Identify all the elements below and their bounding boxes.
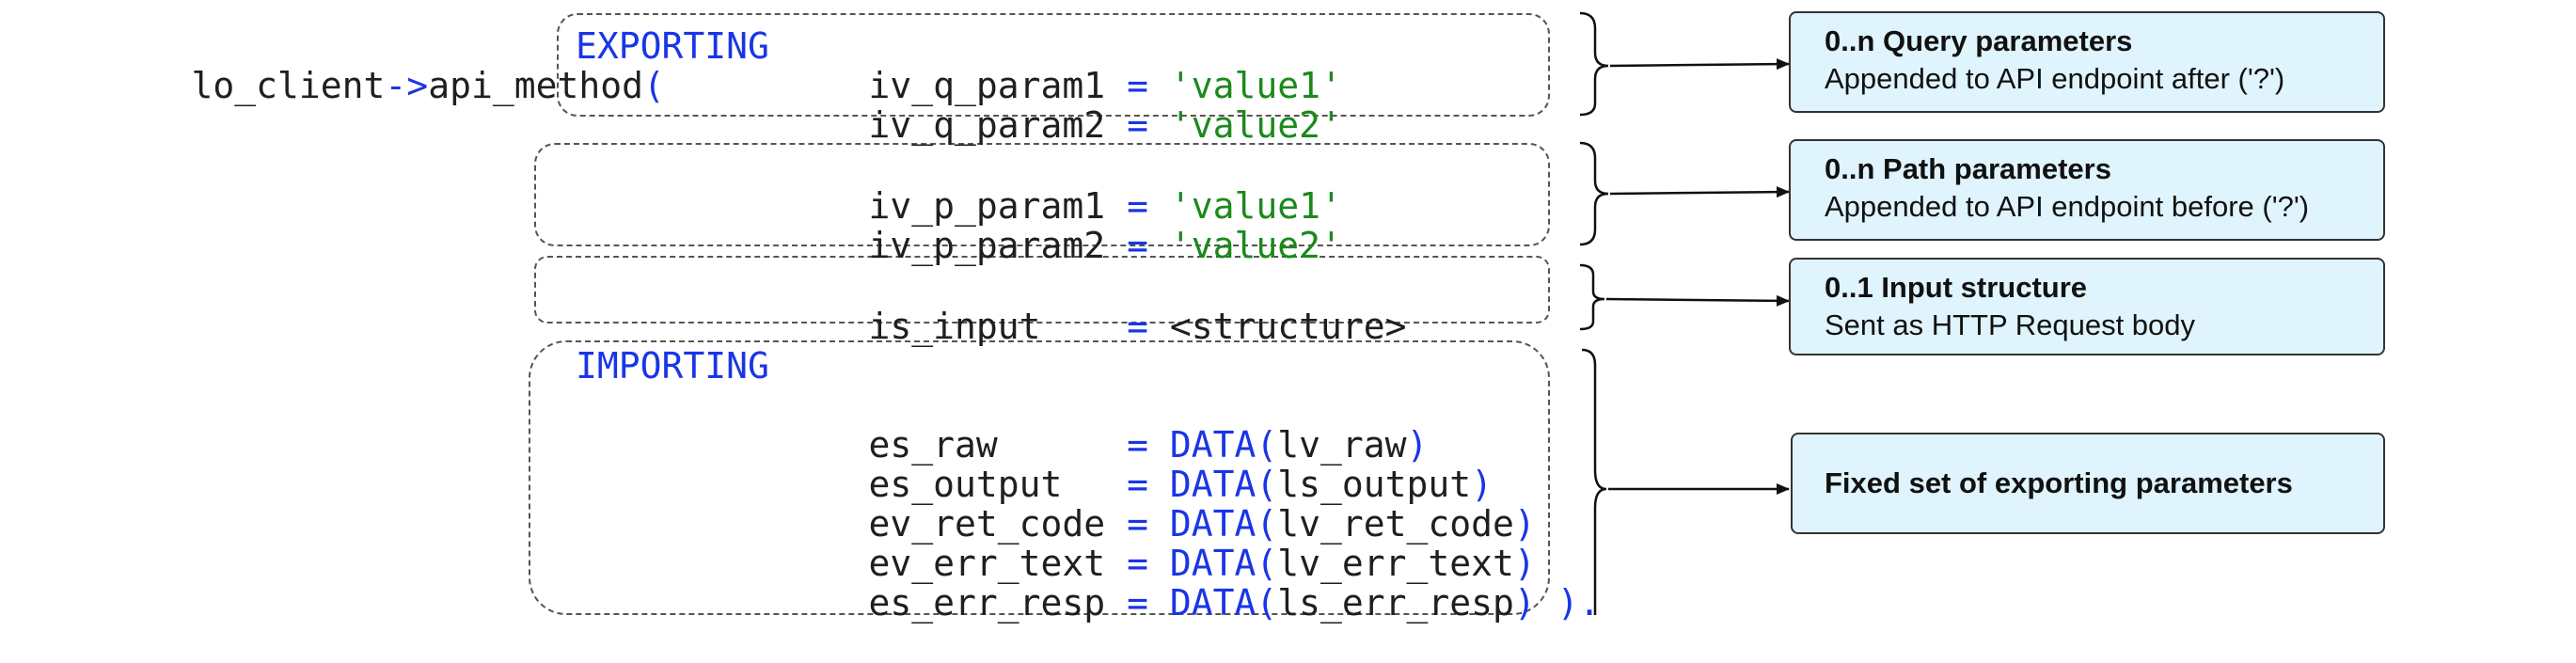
brace-importing-params [1581,348,1607,615]
brace-path-params [1579,141,1609,246]
exporting-params-note: Fixed set of exporting parameters [1791,433,2385,534]
input-structure-note: 0..1 Input structure Sent as HTTP Reques… [1789,258,2385,355]
target-var: ls_output [1277,464,1472,505]
open-paren: ( [642,65,665,106]
importing-param-line: ev_ret_code = DATA(lv_ret_code) [782,465,1536,583]
equals: = [1127,503,1148,545]
param-name: iv_q_param2 [868,104,1106,146]
close-paren: ) [1513,543,1536,584]
close-paren: ) [1406,424,1429,466]
importing-param-line: es_raw = DATA(lv_raw) [782,386,1429,504]
note-subtitle: Appended to API endpoint before ('?') [1825,190,2310,223]
query-params-group [557,13,1550,117]
data-func: DATA( [1169,424,1278,466]
note-title: 0..n Path parameters [1825,152,2111,185]
arrow-query-params [1609,58,1790,71]
path-params-group [534,143,1550,246]
close-paren: ) [1471,464,1493,505]
arrow-input-structure [1605,294,1790,307]
query-params-note: 0..n Query parameters Appended to API en… [1789,11,2385,113]
close-paren: ) [1513,582,1536,624]
query-param-line: iv_q_param2 = 'value2' [782,66,1342,184]
arrow-operator: -> [385,65,429,106]
equals: = [1127,225,1148,266]
equals: = [1127,582,1148,624]
method-call: lo_client->api_method( [105,26,665,145]
target-var: lv_raw [1277,424,1407,466]
diagram-canvas: lo_client->api_method( EXPORTING iv_q_pa… [105,11,2385,623]
param-value: 'value1' [1169,65,1342,106]
param-value: <structure> [1169,306,1407,347]
note-title: Fixed set of exporting parameters [1825,466,2293,499]
brace-input-structure [1579,263,1605,331]
equals: = [1127,424,1148,466]
query-param-line: iv_q_param1 = 'value1' [782,26,1342,145]
arrow-path-params [1609,186,1790,198]
param-name: ev_ret_code [868,503,1106,545]
note-title: 0..1 Input structure [1825,271,2088,304]
target-var: lv_ret_code [1277,503,1514,545]
param-name: es_output [868,464,1063,505]
param-name: iv_p_param1 [868,185,1106,227]
path-param-line: iv_p_param1 = 'value1' [782,147,1342,265]
note-subtitle: Appended to API endpoint after ('?') [1825,62,2285,95]
equals: = [1127,306,1148,347]
path-params-note: 0..n Path parameters Appended to API end… [1789,139,2385,241]
note-subtitle: Sent as HTTP Request body [1825,308,2196,341]
exporting-keyword: EXPORTING [576,25,769,67]
param-name: es_raw [868,424,998,466]
note-title: 0..n Query parameters [1825,24,2133,57]
param-value: 'value2' [1169,225,1342,266]
target-var: lv_err_text [1277,543,1514,584]
input-param-line: is_input = <structure> [782,267,1407,386]
param-value: 'value1' [1169,185,1342,227]
param-name: is_input [868,306,1041,347]
importing-param-line: es_output = DATA(ls_output) [782,425,1493,544]
importing-param-line: ev_err_text = DATA(lv_err_text) [782,504,1536,623]
param-name: iv_p_param2 [868,225,1106,266]
param-name: ev_err_text [868,543,1106,584]
importing-group [529,340,1550,615]
equals: = [1127,65,1148,106]
importing-keyword: IMPORTING [576,345,769,387]
data-func: DATA( [1169,503,1278,545]
close-paren: ) [1513,503,1536,545]
param-value: 'value2' [1169,104,1342,146]
connector-lines [1579,11,1790,615]
equals: = [1127,464,1148,505]
method-name: api_method [428,65,643,106]
input-structure-group [534,256,1550,324]
path-param-line: iv_p_param2 = 'value2' [782,186,1342,305]
brace-query-params [1579,11,1609,117]
equals: = [1127,104,1148,146]
data-func: DATA( [1169,464,1278,505]
param-name: iv_q_param1 [868,65,1106,106]
equals: = [1127,543,1148,584]
data-func: DATA( [1169,543,1278,584]
equals: = [1127,185,1148,227]
client-object: lo_client [191,65,386,106]
